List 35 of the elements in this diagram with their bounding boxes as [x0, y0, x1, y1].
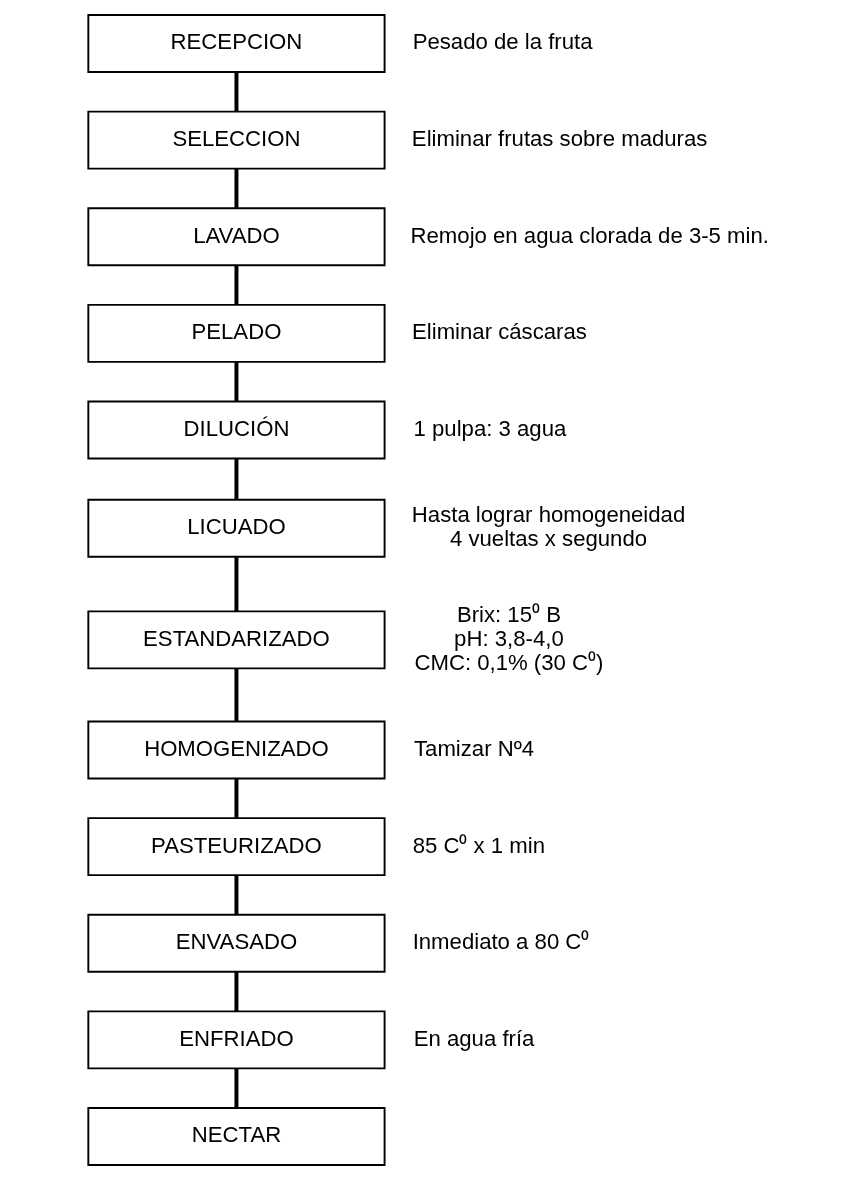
node-box: DILUCIÓN	[87, 400, 386, 460]
node-box: PASTEURIZADO	[87, 817, 386, 877]
node-box: ENFRIADO	[87, 1010, 386, 1070]
node-box: ENVASADO	[87, 913, 386, 973]
connector	[234, 778, 239, 818]
node-label: Inmediato a 80 C⁰	[412, 929, 590, 955]
connector	[234, 362, 239, 402]
node-box: SELECCION	[87, 110, 386, 170]
node-label: En agua fría	[413, 1025, 535, 1051]
node-label: Eliminar frutas sobre maduras	[411, 125, 708, 151]
connector	[234, 668, 239, 722]
node-box: LICUADO	[87, 498, 386, 558]
node-box: PELADO	[87, 303, 386, 363]
node-box: NECTAR	[87, 1107, 386, 1166]
node-box: RECEPCION	[87, 14, 386, 73]
node-label: Pesado de la fruta	[412, 29, 593, 55]
node-label: 85 C⁰ x 1 min	[412, 832, 546, 858]
node-label: pH: 3,8-4,0	[454, 625, 564, 651]
connector	[234, 557, 239, 612]
connector	[234, 458, 239, 500]
connector	[234, 971, 239, 1012]
connector	[234, 265, 239, 305]
node-label: Hasta lograr homogeneidad	[411, 502, 686, 528]
connector	[234, 168, 239, 208]
node-box: HOMOGENIZADO	[87, 720, 386, 780]
node-label: Remojo en agua clorada de 3-5 min.	[410, 222, 769, 248]
connector	[234, 1068, 239, 1108]
connector	[234, 875, 239, 915]
node-label: 1 pulpa: 3 agua	[413, 415, 567, 441]
node-label: Tamizar Nº4	[414, 735, 535, 761]
connector	[234, 72, 239, 112]
node-box: LAVADO	[87, 207, 386, 267]
node-label: Brix: 15⁰ B	[456, 602, 561, 627]
node-label: Eliminar cáscaras	[412, 319, 587, 345]
node-box: ESTANDARIZADO	[87, 610, 386, 670]
